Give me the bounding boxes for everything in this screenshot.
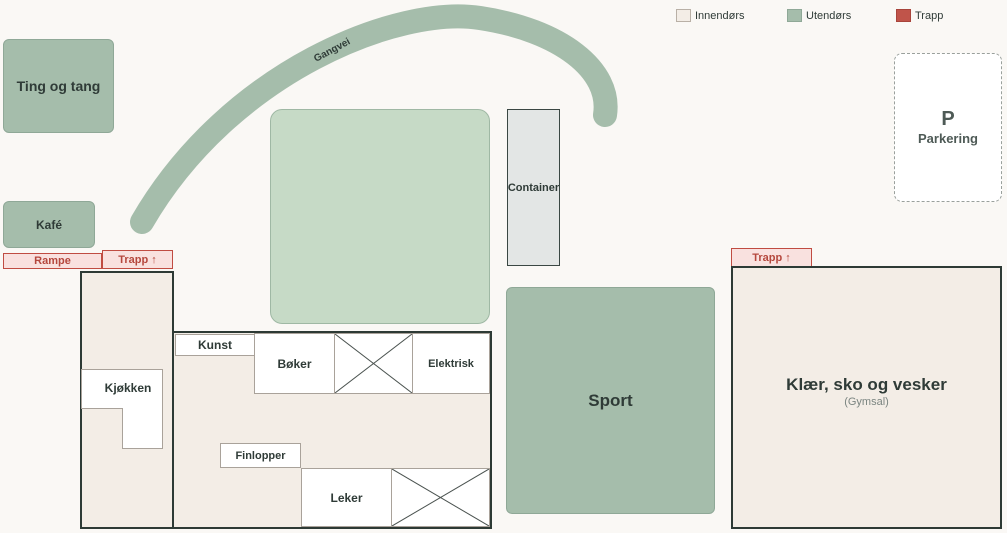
room-elektrisk[interactable]: Elektrisk	[412, 333, 490, 394]
room-finlopper[interactable]: Finlopper	[220, 443, 301, 468]
room-finlopper-label: Finlopper	[235, 449, 286, 462]
legend-indoor-label: Innendørs	[695, 9, 745, 22]
cross-icon	[392, 469, 489, 526]
courtyard	[270, 109, 490, 324]
room-leker-label: Leker	[330, 490, 363, 505]
area-gym-label: Klær, sko og vesker	[786, 375, 947, 394]
area-gym-note: (Gymsal)	[844, 396, 889, 408]
stairs-left-label: Trapp ↑	[118, 253, 157, 266]
outdoor-swatch	[787, 9, 802, 22]
stairs-right-label: Trapp ↑	[752, 251, 791, 264]
legend-outdoor: Utendørs	[787, 9, 851, 22]
room-kunst-label: Kunst	[198, 338, 232, 352]
walkway-path	[130, 4, 618, 234]
ramp-label: Rampe	[34, 255, 71, 267]
room-boker-label: Bøker	[277, 356, 312, 371]
parking-icon: P	[941, 108, 955, 130]
blocked-area-1	[334, 333, 413, 394]
room-kjokken-label: Kjøkken	[104, 381, 152, 395]
legend-outdoor-label: Utendørs	[806, 9, 852, 22]
room-kunst[interactable]: Kunst	[175, 334, 255, 356]
indoor-swatch	[676, 9, 691, 22]
cross-icon	[335, 334, 412, 393]
room-leker[interactable]: Leker	[301, 468, 392, 527]
area-parking[interactable]: P Parkering	[894, 53, 1002, 202]
room-kjokken-leg	[122, 408, 163, 449]
area-kafe-label: Kafé	[35, 217, 62, 232]
stairs-right[interactable]: Trapp ↑	[731, 248, 812, 267]
room-boker[interactable]: Bøker	[254, 333, 335, 394]
room-elektrisk-label: Elektrisk	[428, 357, 474, 370]
stairs-left[interactable]: Trapp ↑	[102, 250, 173, 269]
area-container[interactable]: Container	[507, 109, 560, 266]
area-gym[interactable]: Klær, sko og vesker (Gymsal)	[731, 266, 1002, 529]
legend-indoor: Innendørs	[676, 9, 745, 22]
area-ting-og-tang[interactable]: Ting og tang	[3, 39, 114, 133]
ramp[interactable]: Rampe	[3, 253, 102, 269]
legend-stairs: Trapp	[896, 9, 943, 22]
area-sport[interactable]: Sport	[506, 287, 715, 514]
area-kafe[interactable]: Kafé	[3, 201, 95, 248]
area-container-label: Container	[507, 181, 560, 194]
area-sport-label: Sport	[588, 390, 633, 410]
area-parking-label: Parkering	[918, 131, 978, 146]
room-kjokken-edge	[81, 408, 123, 409]
room-kjokken-head	[81, 369, 163, 409]
room-kjokken[interactable]: Kjøkken	[100, 379, 156, 397]
stairs-swatch	[896, 9, 911, 22]
area-ting-og-tang-label: Ting og tang	[16, 78, 101, 94]
legend-stairs-label: Trapp	[915, 9, 944, 22]
blocked-area-2	[391, 468, 490, 527]
